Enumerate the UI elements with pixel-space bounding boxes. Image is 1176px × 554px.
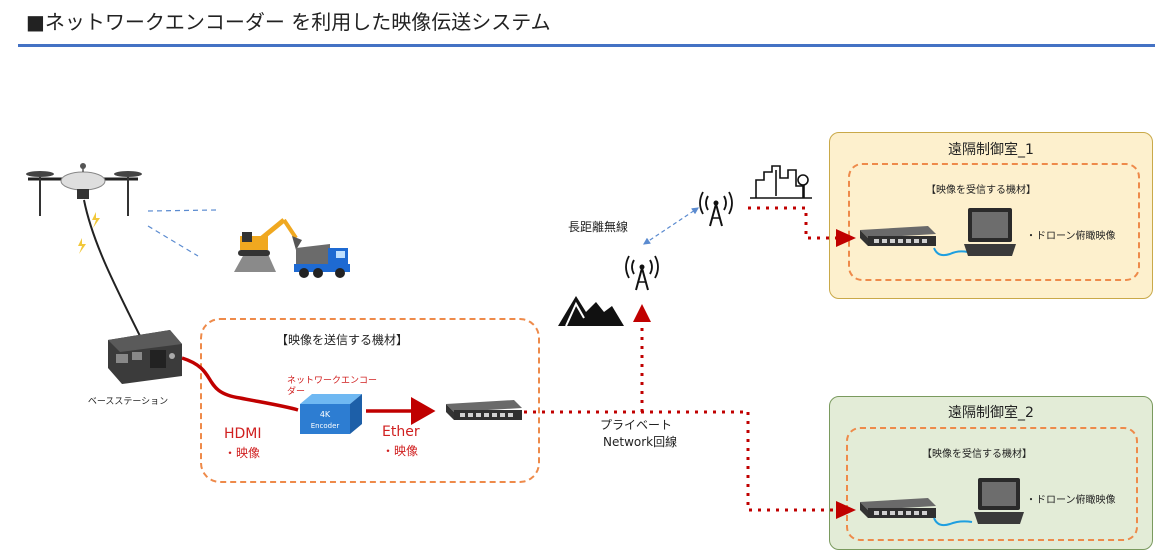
network-label-line2: Network回線	[603, 435, 678, 449]
network-label-line1: プライベート	[600, 418, 673, 432]
drone-icon	[26, 163, 142, 216]
room-1-receive-label: 【映像を受信する機材】	[926, 185, 1036, 196]
room2-laptop-icon	[974, 478, 1024, 524]
ether-sublabel: ・映像	[382, 444, 419, 458]
room2-switch-icon	[860, 498, 936, 518]
encoder-icon: 4K Encoder	[300, 394, 362, 434]
room1-laptop-icon	[964, 208, 1016, 256]
room-2-title: 遠隔制御室_2	[948, 405, 1034, 421]
mountain-icon	[558, 296, 624, 327]
remote-control-room-2: 遠隔制御室_2 【映像を受信する機材】 ・ドローン俯瞰映像	[829, 396, 1153, 550]
camera-view-line-1	[147, 209, 217, 212]
dump-truck-icon	[294, 244, 350, 278]
spark-icon	[92, 212, 100, 228]
spark-icon-2	[78, 238, 86, 254]
network-arrow-room2	[836, 501, 856, 519]
room-2-receive-label: 【映像を受信する機材】	[922, 449, 1032, 460]
page-title: ■ネットワークエンコーダー を利用した映像伝送システム	[26, 10, 551, 34]
encoder-label: ネットワークエンコーダー	[287, 376, 378, 397]
wireless-link	[643, 207, 699, 245]
antenna-icon	[625, 255, 659, 291]
base-station-label-svg: ベースステーション	[88, 396, 168, 407]
room1-arrow	[836, 229, 856, 247]
tether-cable	[83, 199, 141, 337]
room-2-monitor-label: ・ドローン俯瞰映像	[1026, 495, 1116, 506]
hdmi-label: HDMI	[224, 426, 262, 442]
camera-view-line-2	[147, 225, 199, 257]
ether-label: Ether	[382, 424, 420, 440]
network-dotted-down	[746, 412, 836, 512]
antenna-icon-upper	[699, 191, 733, 227]
transmit-equipment-box	[200, 318, 540, 483]
room-2-receive-box	[846, 427, 1138, 541]
remote-control-room-1: 遠隔制御室_1 【映像を受信する機材】 ・ドローン俯瞰映像	[829, 132, 1153, 299]
long-range-wireless-label: 長距離無線	[568, 220, 629, 234]
room2-cable	[933, 517, 973, 527]
room-1-title: 遠隔制御室_1	[948, 142, 1034, 158]
svg-text:Encoder: Encoder	[311, 422, 340, 430]
room1-switch-icon	[860, 226, 936, 246]
hdmi-cable	[181, 356, 299, 412]
title-divider	[18, 44, 1155, 47]
room-1-monitor-label: ・ドローン俯瞰映像	[1026, 231, 1116, 242]
hdmi-sublabel: ・映像	[224, 446, 261, 460]
excavator-icon	[234, 218, 302, 272]
city-icon	[750, 165, 812, 199]
base-station-icon	[108, 330, 182, 384]
transmit-equipment-label: 【映像を送信する機材】	[276, 333, 409, 347]
svg-text:4K: 4K	[320, 410, 331, 419]
room-1-receive-box	[848, 163, 1140, 281]
room1-cable	[933, 247, 969, 257]
wireless-to-room1-line	[748, 206, 836, 240]
network-arrow-up	[633, 304, 651, 322]
switch-icon	[446, 400, 522, 420]
